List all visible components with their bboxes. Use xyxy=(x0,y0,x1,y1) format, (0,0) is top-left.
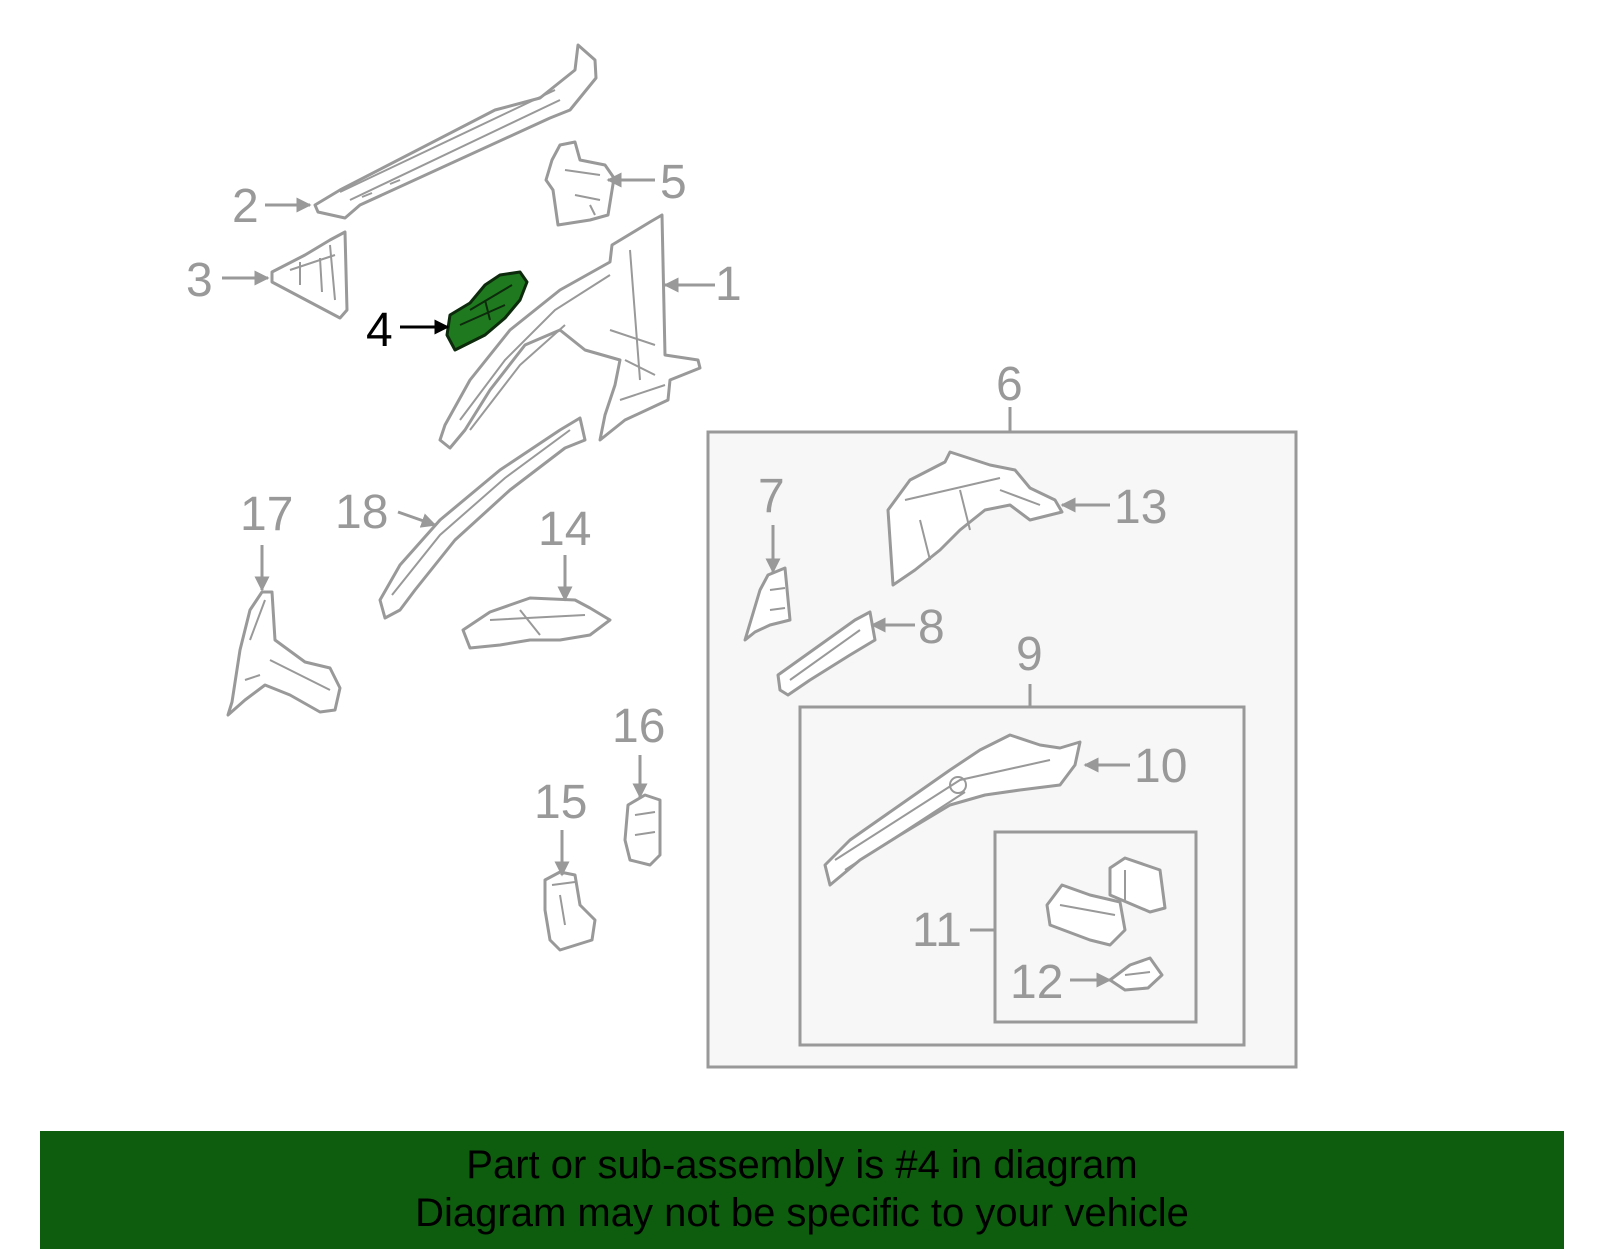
banner-line-2: Diagram may not be specific to your vehi… xyxy=(415,1191,1189,1235)
callout-4: 4 xyxy=(366,304,393,357)
leader-18 xyxy=(397,510,437,528)
callout-3: 3 xyxy=(186,254,213,307)
part-12 xyxy=(1108,956,1164,992)
part-11 xyxy=(1045,856,1167,947)
part-15 xyxy=(543,870,597,952)
callout-17: 17 xyxy=(240,488,293,541)
callout-16: 16 xyxy=(612,700,665,753)
part-2 xyxy=(313,43,598,220)
callout-6: 6 xyxy=(996,358,1023,411)
part-14 xyxy=(461,596,612,650)
callout-8: 8 xyxy=(918,601,945,654)
info-banner: Part or sub-assembly is #4 in diagram Di… xyxy=(40,1131,1564,1249)
part-1 xyxy=(438,213,702,450)
part-3 xyxy=(270,230,349,320)
callout-1: 1 xyxy=(715,258,742,311)
callout-18: 18 xyxy=(335,486,388,539)
part-5 xyxy=(544,140,616,227)
callout-2: 2 xyxy=(232,180,259,233)
part-17 xyxy=(226,590,342,717)
part-16 xyxy=(623,793,662,867)
part-10 xyxy=(823,733,1082,887)
callout-10: 10 xyxy=(1134,740,1187,793)
callout-9: 9 xyxy=(1016,628,1043,681)
callout-13: 13 xyxy=(1114,481,1167,534)
callout-14: 14 xyxy=(538,503,591,556)
callout-12: 12 xyxy=(1010,956,1063,1009)
part-4-highlighted xyxy=(445,270,529,352)
callout-5: 5 xyxy=(660,156,687,209)
part-8 xyxy=(776,610,877,697)
part-18 xyxy=(378,416,587,620)
callout-7: 7 xyxy=(758,470,785,523)
callout-11: 11 xyxy=(912,904,962,957)
banner-line-1: Part or sub-assembly is #4 in diagram xyxy=(466,1143,1138,1187)
callout-15: 15 xyxy=(534,776,587,829)
part-7 xyxy=(743,566,792,642)
